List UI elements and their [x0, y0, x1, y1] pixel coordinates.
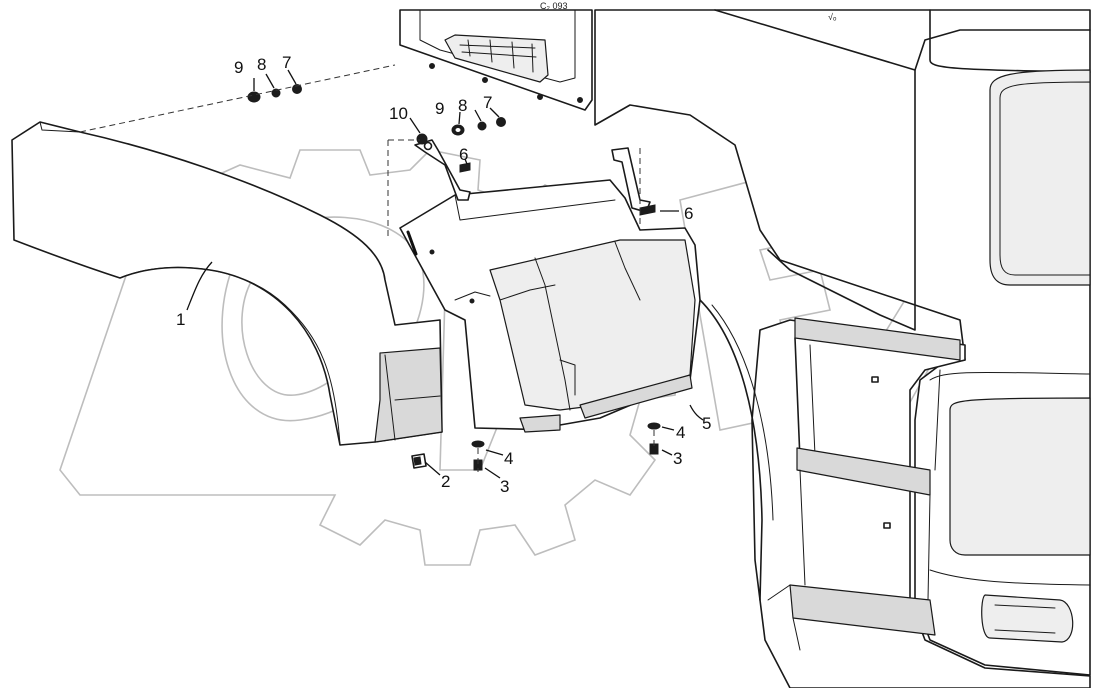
- clip-10: [416, 133, 428, 145]
- washer-9: [247, 91, 261, 103]
- callout-1: 1: [176, 310, 185, 329]
- callout-9a: 9: [234, 58, 243, 77]
- callout-10: 10: [389, 104, 408, 123]
- callout-6b: 6: [684, 204, 693, 223]
- side-window-recess: [989, 69, 1091, 286]
- callout-8a: 8: [257, 55, 266, 74]
- bolt-3a: [473, 459, 483, 471]
- callout-3b: 3: [673, 449, 682, 468]
- screw-dot: [429, 63, 435, 69]
- svg-text:C₂ 093: C₂ 093: [540, 1, 568, 11]
- splash-guard-part-5: [399, 179, 701, 433]
- fender-end-cap: [374, 347, 443, 443]
- front-recess: [949, 397, 1091, 556]
- screw-dot: [577, 97, 583, 103]
- callout-4a: 4: [504, 449, 513, 468]
- fasteners: [247, 84, 661, 471]
- nut-7: [292, 84, 302, 94]
- callout-labels: 1 2 3 3 4 4 5 6 6 7 8 9 7 8 9 10: [176, 53, 711, 496]
- fender-part-1: [11, 121, 443, 446]
- bolt-3b: [649, 443, 659, 455]
- callout-5: 5: [702, 414, 711, 433]
- fog-lamp-recess: [981, 594, 1074, 643]
- leader-lines: [186, 69, 704, 479]
- washer-8: [271, 88, 281, 98]
- svg-text:√ₒ: √ₒ: [828, 12, 837, 22]
- screw-dot: [537, 94, 543, 100]
- callout-7b: 7: [483, 93, 492, 112]
- door-step-pocket: [444, 34, 549, 83]
- screw-dot: [482, 77, 488, 83]
- assembly-lines: [79, 64, 655, 472]
- washer-4b: [647, 422, 661, 430]
- callout-9b: 9: [435, 99, 444, 118]
- callout-2: 2: [441, 472, 450, 491]
- washer-4a: [471, 440, 485, 448]
- callout-4b: 4: [676, 423, 685, 442]
- callout-6a: 6: [459, 145, 468, 164]
- lower-step: [789, 584, 936, 636]
- washer-8b: [477, 121, 487, 131]
- cab-body: C₂ 093 √ₒ: [399, 1, 1091, 688]
- nut-7b: [496, 117, 506, 127]
- clip-6a: [459, 162, 471, 173]
- bracket-part-10: [414, 139, 471, 201]
- callout-8b: 8: [458, 96, 467, 115]
- callout-3a: 3: [500, 477, 509, 496]
- callout-7a: 7: [282, 53, 291, 72]
- upper-step: [794, 317, 961, 361]
